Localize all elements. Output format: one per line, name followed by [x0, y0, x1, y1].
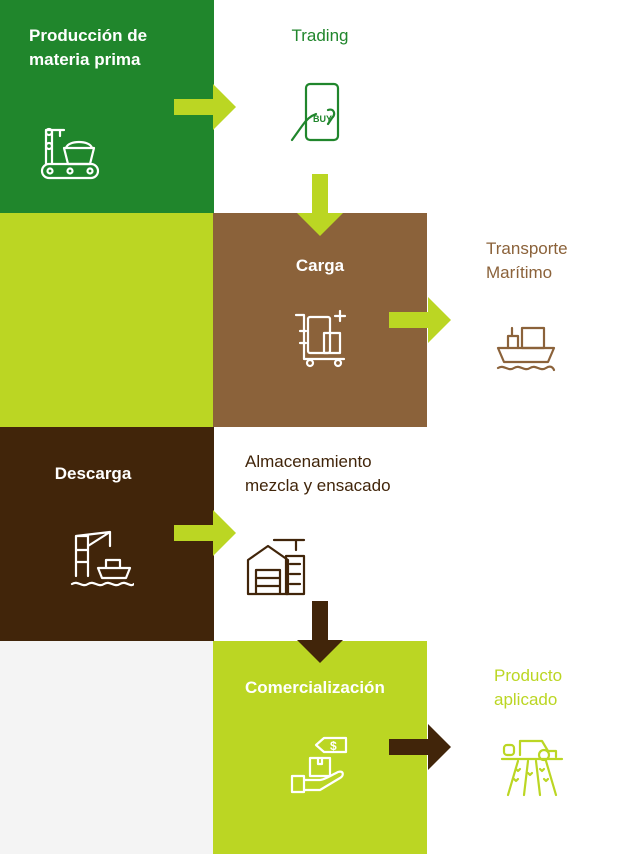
- svg-text:BUY: BUY: [313, 114, 332, 124]
- arrow-right-icon: [389, 724, 451, 770]
- label-producto: Producto aplicado: [494, 666, 563, 709]
- svg-text:$: $: [330, 739, 337, 753]
- cell-gray-filler: [0, 641, 214, 854]
- cargo-trolley-icon: [288, 307, 352, 371]
- arrow-down-icon: [297, 174, 343, 236]
- cargo-ship-icon: [494, 312, 558, 376]
- tractor-field-icon: [500, 733, 564, 797]
- label-transporte: Transporte Marítimo: [486, 239, 568, 282]
- label-trading: Trading: [291, 26, 349, 45]
- warehouse-icon: [244, 536, 308, 600]
- cell-lime-filler: [0, 213, 214, 427]
- label-comercializacion: Comercialización: [245, 678, 385, 697]
- hand-box-price-icon: $: [288, 732, 352, 796]
- label-descarga: Descarga: [54, 464, 132, 483]
- conveyor-robot-icon: [38, 122, 102, 186]
- arrow-right-icon: [389, 297, 451, 343]
- arrow-right-icon: [174, 510, 236, 556]
- phone-buy-icon: BUY: [288, 80, 352, 144]
- label-carga: Carga: [295, 256, 345, 275]
- label-almacenamiento: Almacenamiento mezcla y ensacado: [245, 452, 391, 495]
- arrow-down-icon: [297, 601, 343, 663]
- label-produccion: Producción de materia prima: [29, 26, 148, 69]
- port-crane-ship-icon: [70, 526, 136, 590]
- arrow-right-icon: [174, 84, 236, 130]
